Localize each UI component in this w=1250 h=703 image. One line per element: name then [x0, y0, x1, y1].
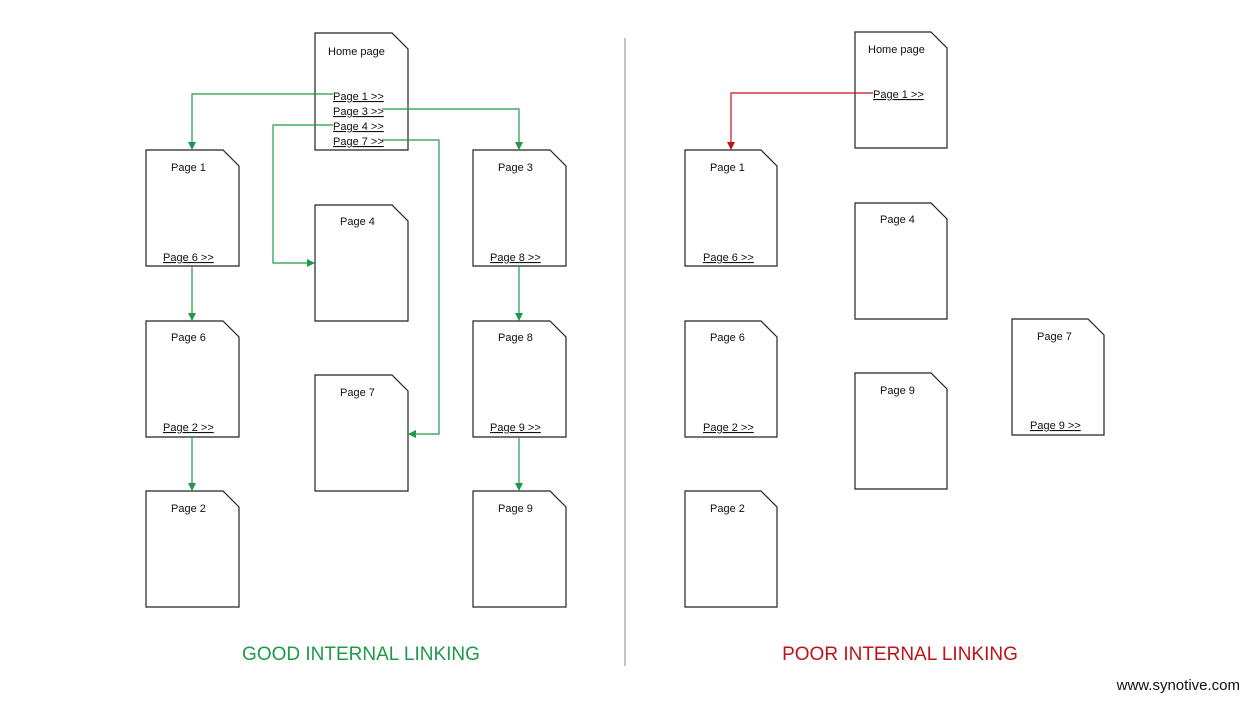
- good-home-link-page7[interactable]: Page 7 >>: [333, 136, 384, 148]
- poor-page6-doc: Page 6 Page 2 >>: [684, 320, 778, 438]
- good-page6-title: Page 6: [171, 332, 206, 344]
- good-page3-title: Page 3: [498, 162, 533, 174]
- good-page2-title: Page 2: [171, 503, 206, 515]
- poor-page9-doc: Page 9: [854, 372, 948, 490]
- poor-home-page-title: Home page: [868, 44, 925, 56]
- good-arrow-home-to-page1: [188, 93, 333, 150]
- good-page8-doc: Page 8 Page 9 >>: [472, 320, 567, 438]
- good-arrow-home-to-page7: [382, 139, 440, 438]
- good-page6-link-page2[interactable]: Page 2 >>: [163, 422, 214, 434]
- good-page9-doc: Page 9: [472, 490, 567, 608]
- poor-page4-doc: Page 4: [854, 202, 948, 320]
- good-page1-link-page6[interactable]: Page 6 >>: [163, 252, 214, 264]
- good-page7-doc: Page 7: [314, 374, 409, 492]
- poor-page1-link-page6[interactable]: Page 6 >>: [703, 252, 754, 264]
- good-arrow-home-to-page3: [382, 108, 523, 150]
- good-page4-doc: Page 4: [314, 204, 409, 322]
- good-arrow-home-to-page4: [272, 124, 333, 267]
- poor-page2-title: Page 2: [710, 503, 745, 515]
- good-page3-link-page8[interactable]: Page 8 >>: [490, 252, 541, 264]
- good-home-page-doc: Home page Page 1 >> Page 3 >> Page 4 >> …: [314, 32, 409, 151]
- good-page1-doc: Page 1 Page 6 >>: [145, 149, 240, 267]
- poor-page1-doc: Page 1 Page 6 >>: [684, 149, 778, 267]
- good-home-link-page3[interactable]: Page 3 >>: [333, 106, 384, 118]
- poor-page1-title: Page 1: [710, 162, 745, 174]
- good-page8-title: Page 8: [498, 332, 533, 344]
- poor-linking-panel: Home page Page 1 >> Page 1 Page 6 >> Pag…: [684, 31, 1105, 665]
- good-home-link-page4[interactable]: Page 4 >>: [333, 121, 384, 133]
- good-page2-doc: Page 2: [145, 490, 240, 608]
- good-page9-title: Page 9: [498, 503, 533, 515]
- poor-page7-title: Page 7: [1037, 331, 1072, 343]
- poor-page6-link-page2[interactable]: Page 2 >>: [703, 422, 754, 434]
- poor-page6-title: Page 6: [710, 332, 745, 344]
- poor-page9-title: Page 9: [880, 385, 915, 397]
- good-page8-link-page9[interactable]: Page 9 >>: [490, 422, 541, 434]
- poor-page7-link-page9[interactable]: Page 9 >>: [1030, 420, 1081, 432]
- good-page4-title: Page 4: [340, 216, 375, 228]
- good-page1-title: Page 1: [171, 162, 206, 174]
- good-page6-doc: Page 6 Page 2 >>: [145, 320, 240, 438]
- poor-home-page-doc: Home page Page 1 >>: [854, 31, 948, 149]
- good-page3-doc: Page 3 Page 8 >>: [472, 149, 567, 267]
- poor-linking-caption: POOR INTERNAL LINKING: [782, 644, 1018, 665]
- good-home-page-title: Home page: [328, 46, 385, 58]
- poor-page4-title: Page 4: [880, 214, 915, 226]
- good-page7-title: Page 7: [340, 387, 375, 399]
- poor-home-link-page1[interactable]: Page 1 >>: [873, 89, 924, 101]
- good-home-link-page1[interactable]: Page 1 >>: [333, 91, 384, 103]
- poor-page2-doc: Page 2: [684, 490, 778, 608]
- poor-page7-doc: Page 7 Page 9 >>: [1011, 318, 1105, 436]
- site-credit: www.synotive.com: [1116, 677, 1240, 694]
- good-linking-caption: GOOD INTERNAL LINKING: [242, 644, 480, 665]
- poor-arrow-home-to-page1: [727, 92, 873, 150]
- good-linking-panel: Home page Page 1 >> Page 3 >> Page 4 >> …: [145, 32, 567, 665]
